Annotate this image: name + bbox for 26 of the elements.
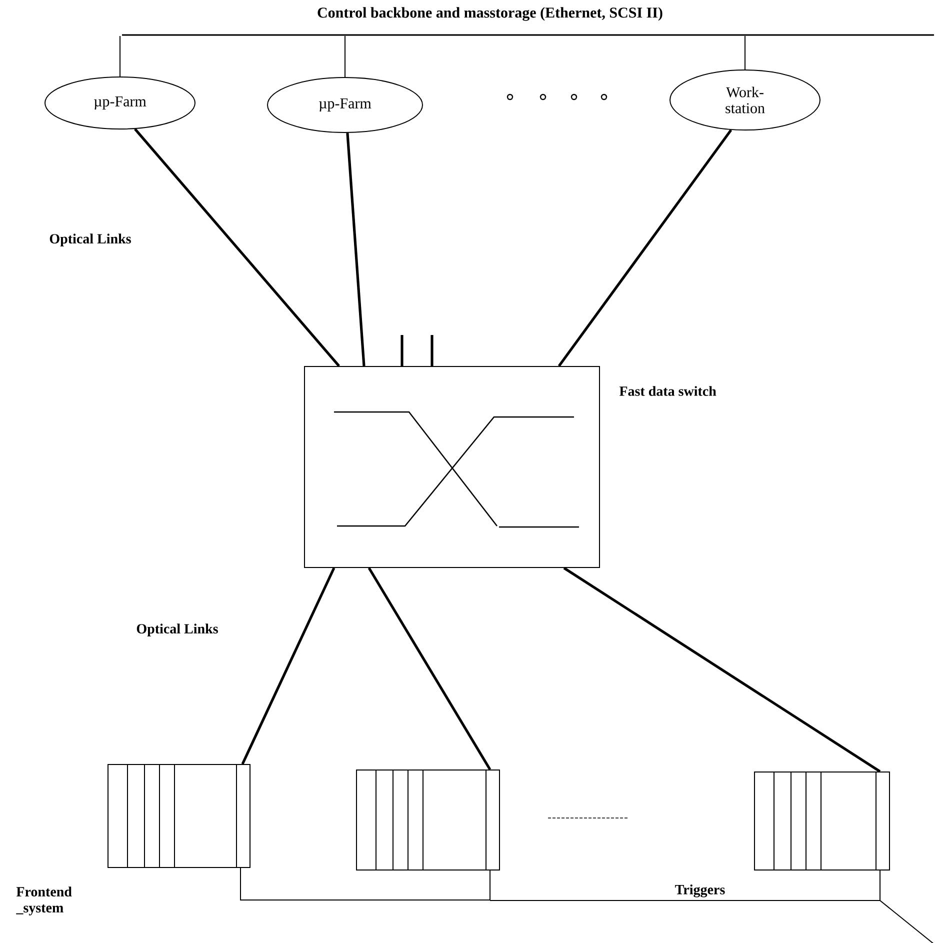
crate-drawing — [356, 769, 500, 871]
backbone-line — [122, 34, 934, 36]
ellipse-node: µp-Farm — [267, 77, 423, 133]
crate-drawing — [754, 771, 890, 871]
ellipse-node: µp-Farm — [44, 76, 196, 130]
connector-line — [563, 566, 881, 773]
switch-box — [304, 366, 600, 568]
connector-line — [346, 132, 366, 366]
connector-line — [880, 870, 935, 943]
connector-line — [744, 36, 746, 70]
connector-line — [368, 567, 492, 770]
connector-line — [400, 335, 404, 366]
connector-line — [430, 335, 434, 366]
title: Control backbone and masstorage (Ethernet, SCSI II) — [318, 7, 662, 21]
connector-line — [241, 567, 336, 765]
connector-line — [558, 129, 732, 367]
ellipse-node: Work- station — [670, 70, 820, 130]
connector-line — [344, 36, 346, 78]
edge-label: Triggers — [674, 884, 726, 898]
text-label: Frontend _system — [16, 886, 72, 916]
connector-line — [134, 128, 340, 367]
text-label: Optical Links — [136, 624, 218, 636]
crate-drawing — [108, 764, 250, 868]
connector-line — [240, 868, 490, 900]
node-caption: Fast data switch — [619, 386, 716, 396]
text-label: Optical Links — [50, 234, 131, 246]
